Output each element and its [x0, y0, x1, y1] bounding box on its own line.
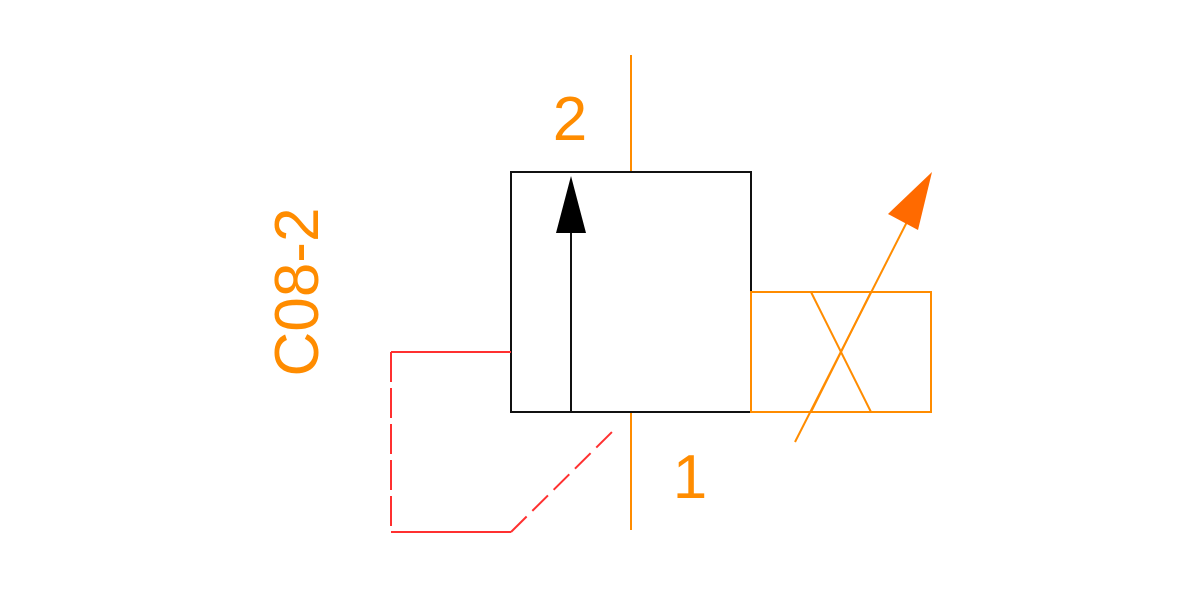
- port-1-label: 1: [673, 443, 707, 512]
- port-2-label: 2: [553, 85, 587, 154]
- valve-body-box: [510, 171, 752, 413]
- pilot-line-diagonal: [510, 431, 613, 533]
- model-label: C08-2: [263, 208, 332, 377]
- flow-arrow-head: [556, 176, 586, 233]
- solenoid-box: [750, 291, 932, 413]
- proportional-arrow-head: [888, 172, 932, 230]
- proportional-arrow-shaft: [794, 211, 913, 443]
